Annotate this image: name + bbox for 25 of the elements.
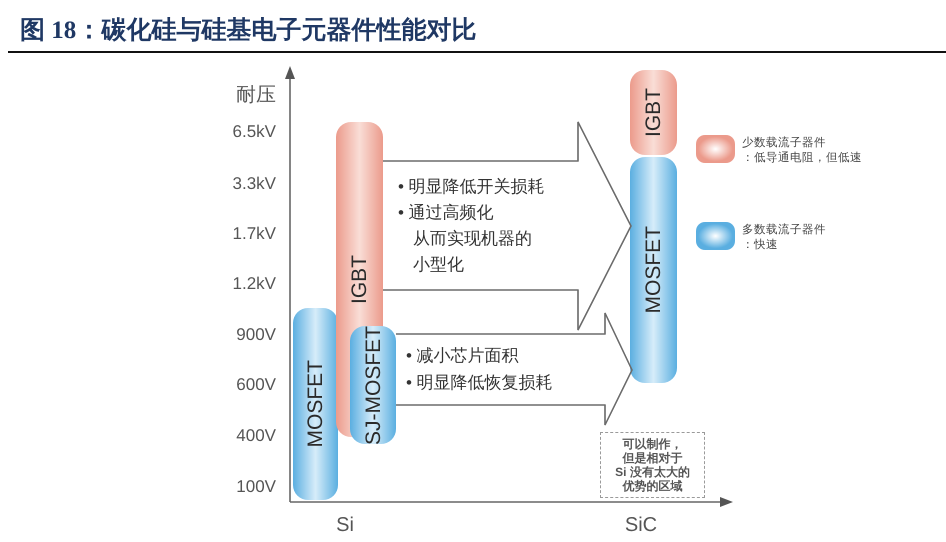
axis-tick-label: 900V [236, 325, 276, 345]
legend-text: 多数载流子器件：快速 [742, 223, 826, 253]
axis-tick-label: 600V [236, 375, 276, 395]
device-label: MOSFET [643, 226, 664, 314]
axis-tick-label: 3.3kV [232, 174, 276, 194]
axis-tick-label: 100V [236, 477, 276, 497]
legend-text: 少数载流子器件：低导通电阻，但低速 [742, 136, 862, 166]
region-box [600, 432, 705, 498]
axis-tick-label: 6.5kV [232, 122, 276, 142]
category-label: Si [336, 513, 354, 537]
category-label: SiC [624, 513, 658, 537]
device-label: SJ-MOSFET [362, 326, 384, 444]
device-bar [630, 157, 677, 383]
device-bar [350, 326, 396, 444]
device-bar [293, 308, 338, 500]
region-note: 可以制作，但是相对于Si 没有太大的优势的区域 [614, 437, 691, 493]
axis-tick-label: 1.2kV [232, 274, 276, 294]
device-bar [630, 70, 677, 155]
device-label: IGBT [349, 254, 370, 304]
axis-title: 耐压 [236, 83, 276, 107]
figure-title: 图 18：碳化硅与硅基电子元器件性能对比 [20, 16, 476, 46]
axis-tick-label: 1.7kV [232, 224, 276, 244]
device-label: MOSFET [305, 360, 326, 448]
device-label: IGBT [643, 88, 664, 137]
axis-tick-label: 400V [236, 426, 276, 446]
